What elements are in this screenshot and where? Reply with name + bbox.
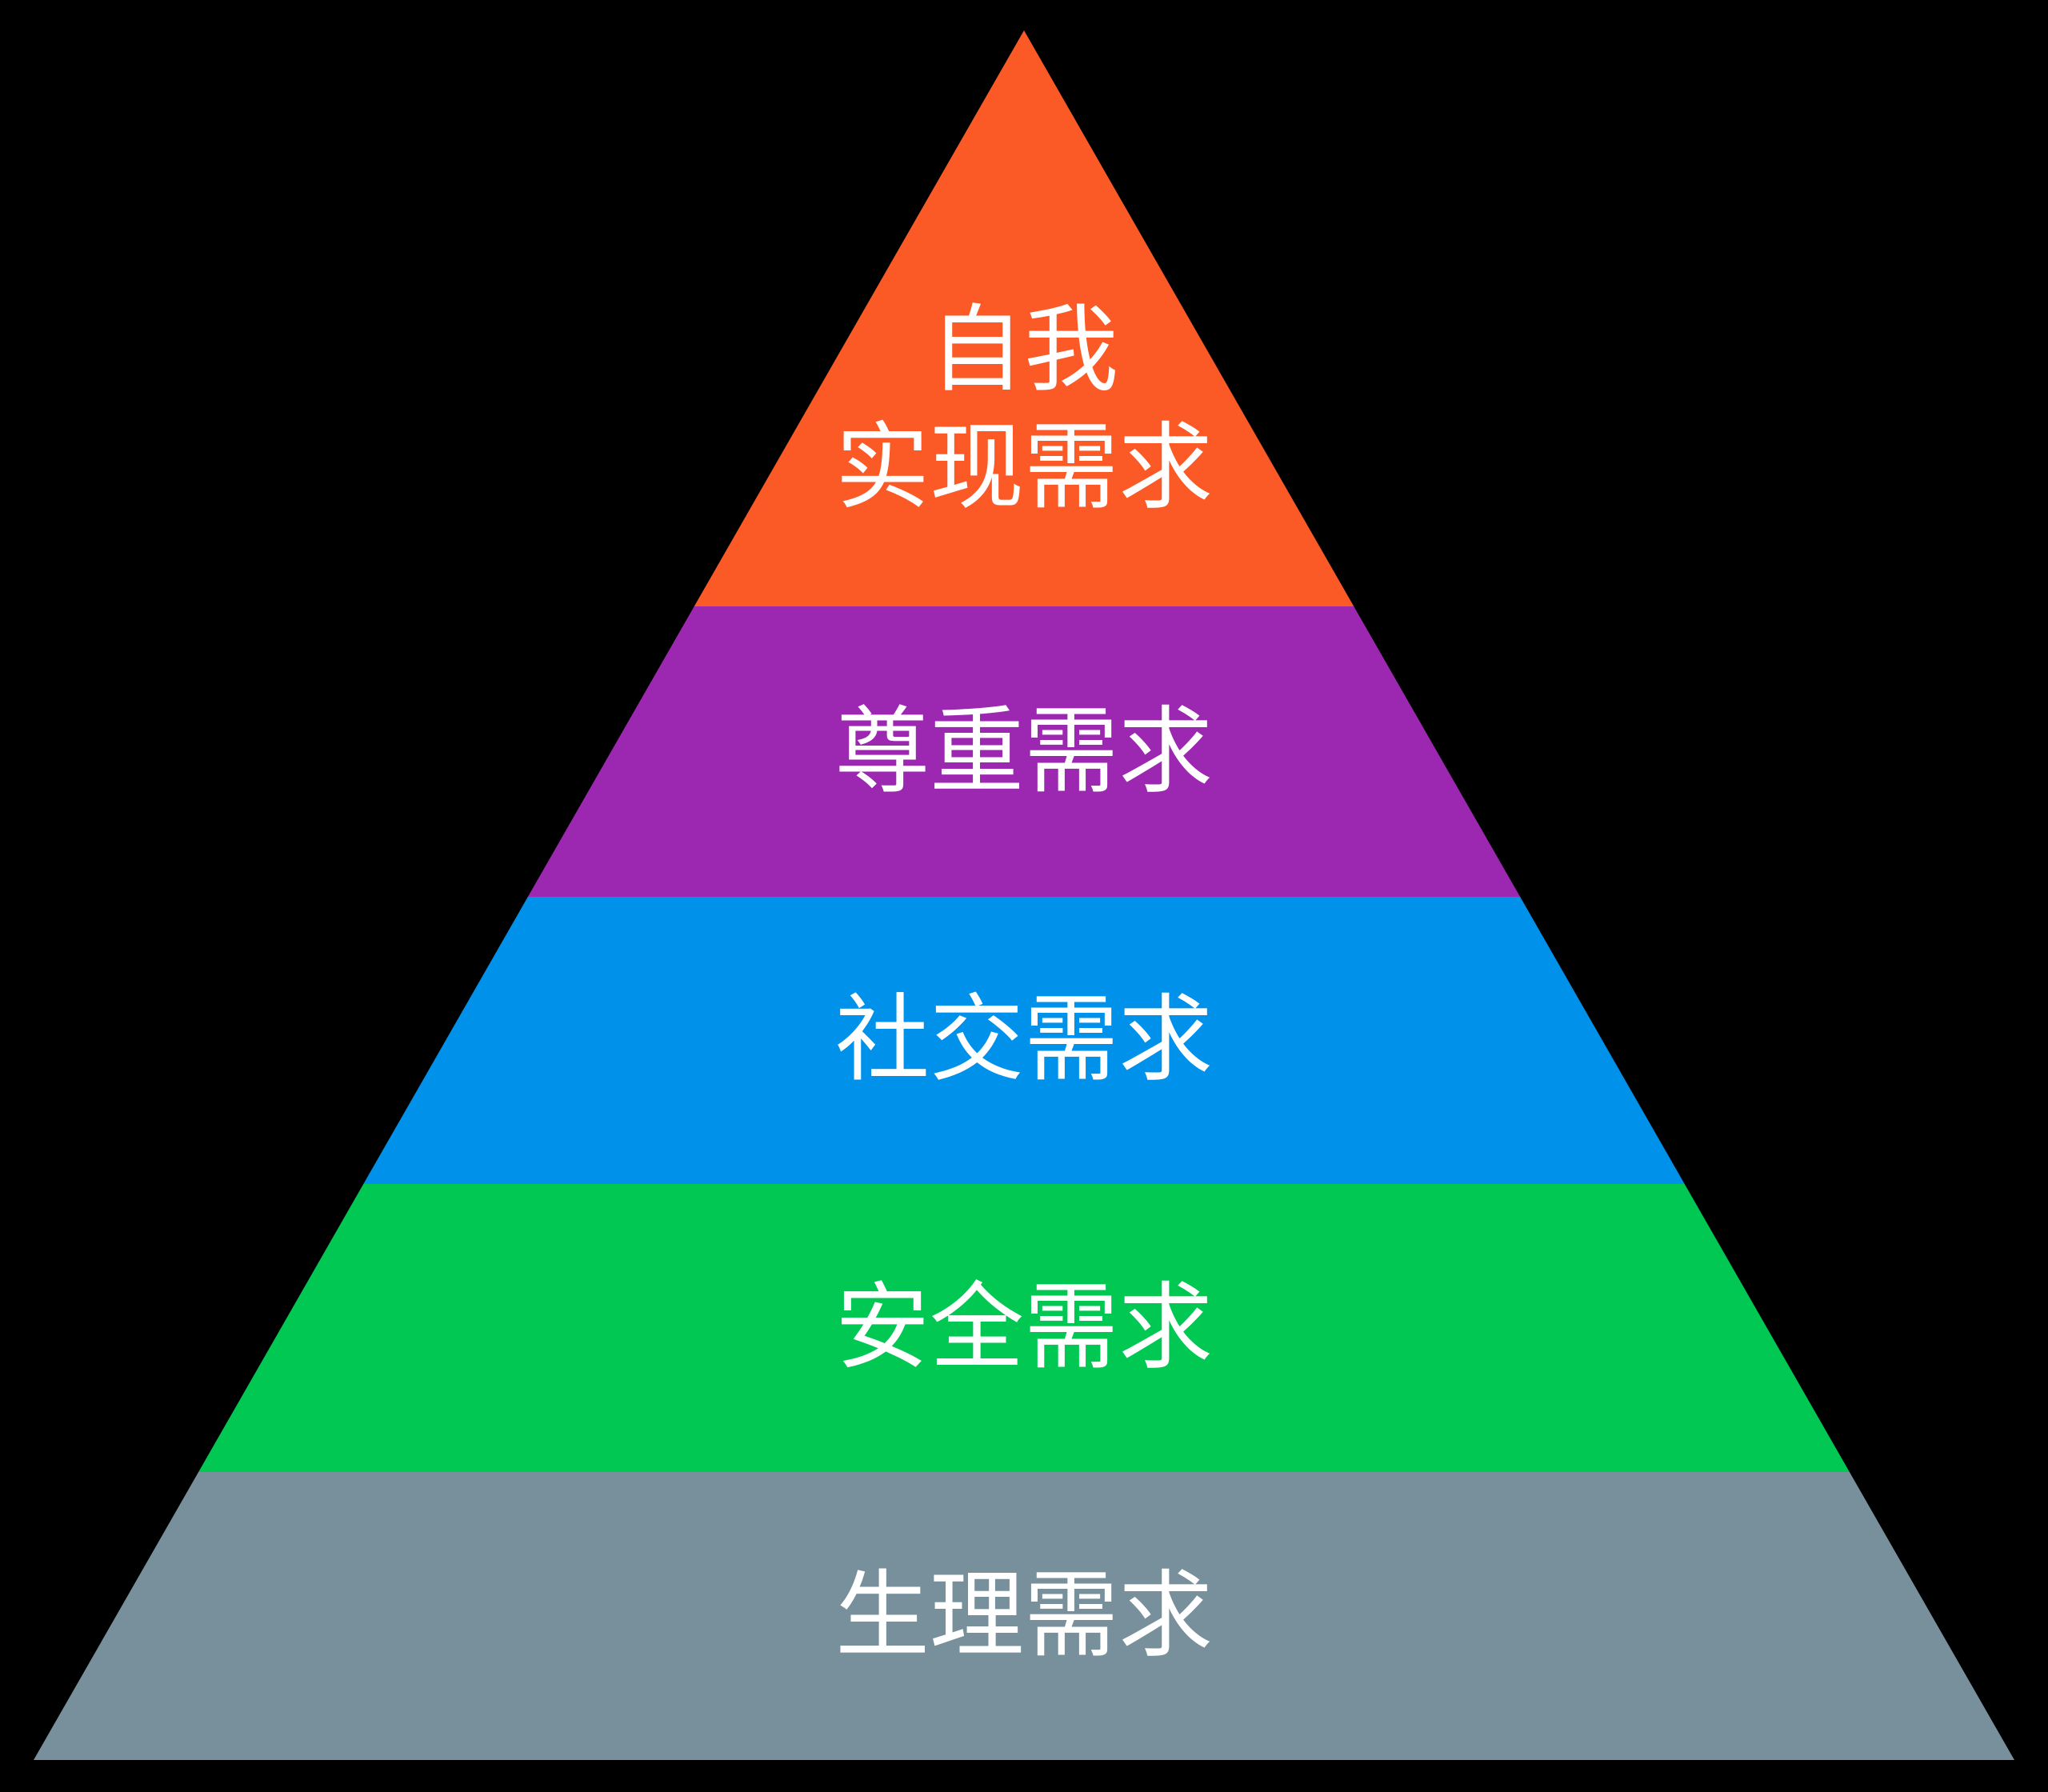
pyramid-level-physiological-shape: [34, 1472, 2014, 1760]
pyramid-level-self-actualization-label: 自我实现需求: [835, 298, 1213, 521]
pyramid-level-safety-label: 安全需求: [835, 1275, 1213, 1381]
pyramid-level-physiological-label: 生理需求: [835, 1563, 1213, 1669]
pyramid-level-self-actualization-shape: [694, 30, 1354, 606]
pyramid-level-social-shape: [363, 897, 1685, 1184]
pyramid-level-social-label: 社交需求: [835, 987, 1213, 1093]
pyramid-level-esteem-label: 尊重需求: [835, 699, 1213, 805]
pyramid-level-esteem-shape: [527, 606, 1521, 897]
pyramid-level-safety-shape: [198, 1184, 1850, 1472]
